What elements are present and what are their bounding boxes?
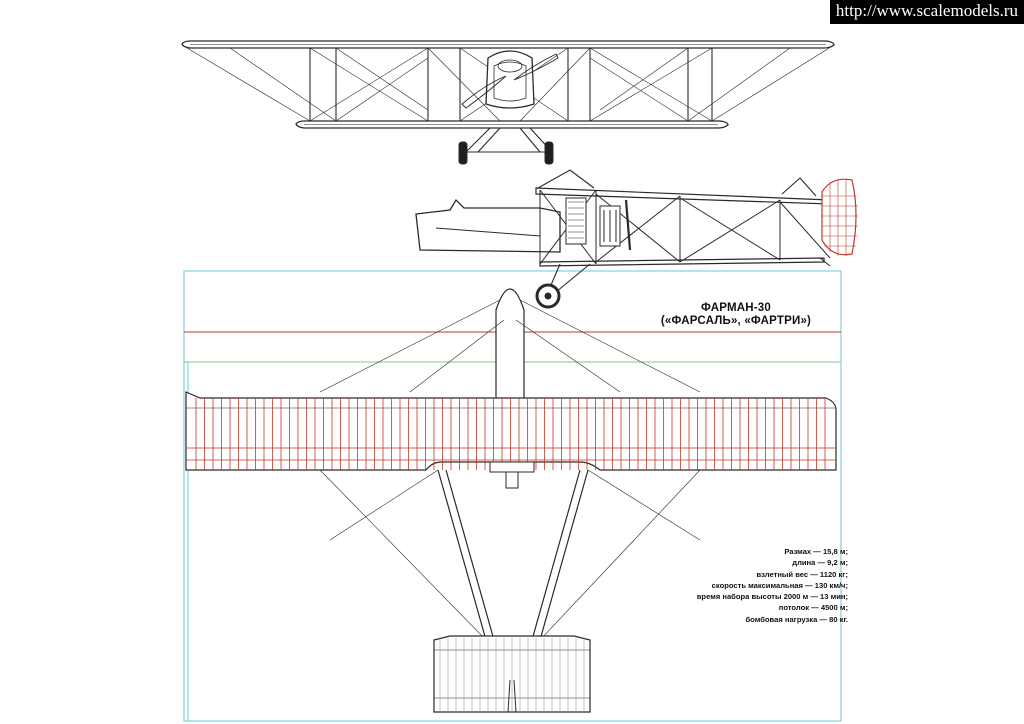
- plan-frame-cyan: [183, 270, 842, 722]
- spec-line: время набора высоты 2000 м — 13 мин;: [696, 592, 848, 602]
- front-view: [181, 40, 835, 165]
- title-line-1: ФАРМАН-30: [701, 302, 771, 314]
- side-view: [415, 169, 858, 309]
- plan-wing-ribs: [195, 398, 826, 470]
- plan-wing-lines: [186, 447, 836, 461]
- plan-view: [185, 288, 837, 471]
- spec-line: длина — 9,2 м;: [792, 558, 848, 568]
- aircraft-title: ФАРМАН-30 («ФАРСАЛЬ», «ФАРТРИ»): [636, 302, 836, 328]
- tail-ribs: [439, 638, 585, 712]
- spec-line: Размах — 15,8 м;: [784, 547, 848, 556]
- spec-line: бомбовая нагрузка — 80 кг.: [745, 614, 848, 624]
- spec-line: взлетный вес — 1120 кг;: [756, 569, 848, 579]
- watermark-url[interactable]: http://www.scalemodels.ru: [829, 0, 1024, 24]
- spec-line: скорость максимальная — 130 км/ч;: [711, 580, 848, 590]
- spec-line: потолок — 4500 м;: [778, 603, 848, 613]
- title-line-2: («ФАРСАЛЬ», «ФАРТРИ»): [660, 315, 812, 327]
- specifications-list: Размах — 15,8 м; длина — 9,2 м; взлетный…: [697, 546, 848, 625]
